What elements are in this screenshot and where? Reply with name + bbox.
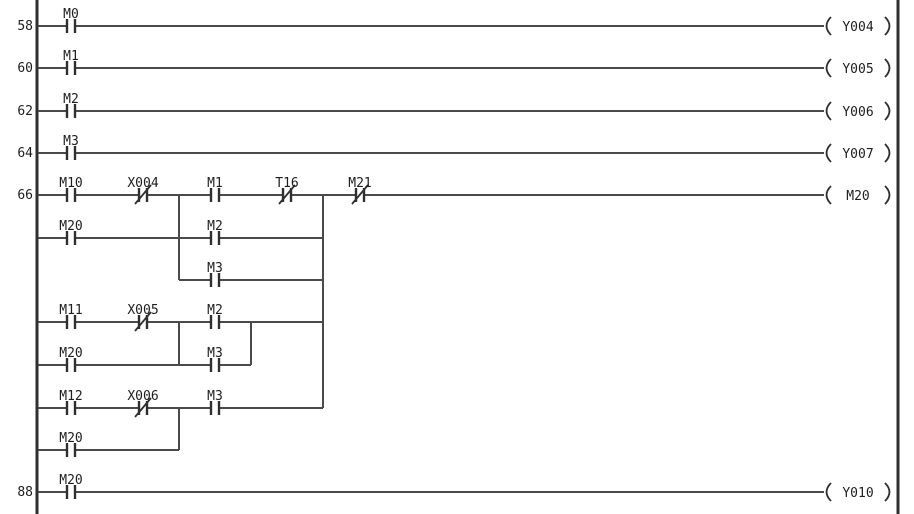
- coil-left-paren-icon: [825, 482, 832, 502]
- contact-label: M3: [207, 261, 223, 276]
- contact-m12[interactable]: M12: [59, 389, 83, 415]
- contact-label: X005: [127, 303, 158, 318]
- step-number-60: 60: [17, 61, 33, 76]
- step-number-62: 62: [17, 104, 33, 119]
- coil-label: M20: [846, 189, 869, 204]
- contact-m2[interactable]: M2: [63, 92, 79, 118]
- contact-label: M10: [59, 176, 82, 191]
- nc-slash: [134, 311, 152, 332]
- contact-label: M20: [59, 219, 82, 234]
- coil-y007[interactable]: Y007: [825, 143, 891, 163]
- coil-left-paren-icon: [825, 101, 832, 121]
- contact-label: M3: [207, 346, 223, 361]
- contact-label: T16: [275, 176, 298, 191]
- contact-x006[interactable]: X006: [127, 389, 159, 418]
- contact-label: M3: [207, 389, 223, 404]
- contact-m20-seal3[interactable]: M20: [59, 431, 83, 457]
- step-number-58: 58: [17, 19, 33, 34]
- contact-label: X004: [127, 176, 158, 191]
- coil-y004[interactable]: Y004: [825, 16, 891, 36]
- contact-m3[interactable]: M3: [63, 134, 79, 160]
- contact-m1-rung66[interactable]: M1: [207, 176, 223, 202]
- coil-left-paren-icon: [825, 58, 832, 78]
- contact-m20-seal2[interactable]: M20: [59, 346, 83, 372]
- coil-label: Y005: [842, 62, 873, 77]
- contact-m20-seal1[interactable]: M20: [59, 219, 83, 245]
- coil-right-paren-icon: [884, 101, 891, 121]
- contact-x004[interactable]: X004: [127, 176, 159, 205]
- contact-label: M11: [59, 303, 82, 318]
- contact-label: M2: [207, 219, 223, 234]
- wires: [38, 25, 824, 493]
- contact-m0[interactable]: M0: [63, 7, 79, 33]
- contact-label: M20: [59, 431, 82, 446]
- coil-right-paren-icon: [884, 482, 891, 502]
- contact-m21[interactable]: M21: [348, 176, 372, 205]
- contact-m20-rung88[interactable]: M20: [59, 473, 83, 499]
- coil-left-paren-icon: [825, 143, 832, 163]
- coil-right-paren-icon: [884, 185, 891, 205]
- nc-slash: [351, 184, 369, 205]
- contact-label: M1: [63, 49, 79, 64]
- coil-y005[interactable]: Y005: [825, 58, 891, 78]
- contact-m3-branch2[interactable]: M3: [207, 346, 223, 372]
- contact-m1[interactable]: M1: [63, 49, 79, 75]
- nc-slash: [278, 184, 296, 205]
- coil-left-paren-icon: [825, 185, 832, 205]
- contact-label: M3: [63, 134, 79, 149]
- contact-t16[interactable]: T16: [275, 176, 299, 205]
- contact-m2-branch1[interactable]: M2: [207, 219, 223, 245]
- contact-label: M20: [59, 473, 82, 488]
- coil-right-paren-icon: [884, 16, 891, 36]
- coil-y006[interactable]: Y006: [825, 101, 891, 121]
- contact-label: M12: [59, 389, 82, 404]
- coil-label: Y007: [842, 147, 873, 162]
- step-number-88: 88: [17, 485, 33, 500]
- contact-x005[interactable]: X005: [127, 303, 159, 332]
- contact-label: M20: [59, 346, 82, 361]
- coil-label: Y004: [842, 20, 873, 35]
- nc-slash: [134, 184, 152, 205]
- contact-m3-branch1[interactable]: M3: [207, 261, 223, 287]
- step-number-64: 64: [17, 146, 33, 161]
- contact-m3-branch3[interactable]: M3: [207, 389, 223, 415]
- contact-m11[interactable]: M11: [59, 303, 83, 329]
- coil-right-paren-icon: [884, 58, 891, 78]
- contact-label: M0: [63, 7, 79, 22]
- coil-m20[interactable]: M20: [825, 185, 891, 205]
- contact-label: M2: [207, 303, 223, 318]
- coil-label: Y006: [842, 105, 873, 120]
- contact-m10[interactable]: M10: [59, 176, 83, 202]
- nc-slash: [134, 397, 152, 418]
- contact-m2-branch2[interactable]: M2: [207, 303, 223, 329]
- step-number-66: 66: [17, 188, 33, 203]
- contact-label: M2: [63, 92, 79, 107]
- coil-y010[interactable]: Y010: [825, 482, 891, 502]
- contact-label: X006: [127, 389, 158, 404]
- coil-right-paren-icon: [884, 143, 891, 163]
- coil-label: Y010: [842, 486, 873, 501]
- contact-label: M21: [348, 176, 371, 191]
- coil-left-paren-icon: [825, 16, 832, 36]
- contact-label: M1: [207, 176, 223, 191]
